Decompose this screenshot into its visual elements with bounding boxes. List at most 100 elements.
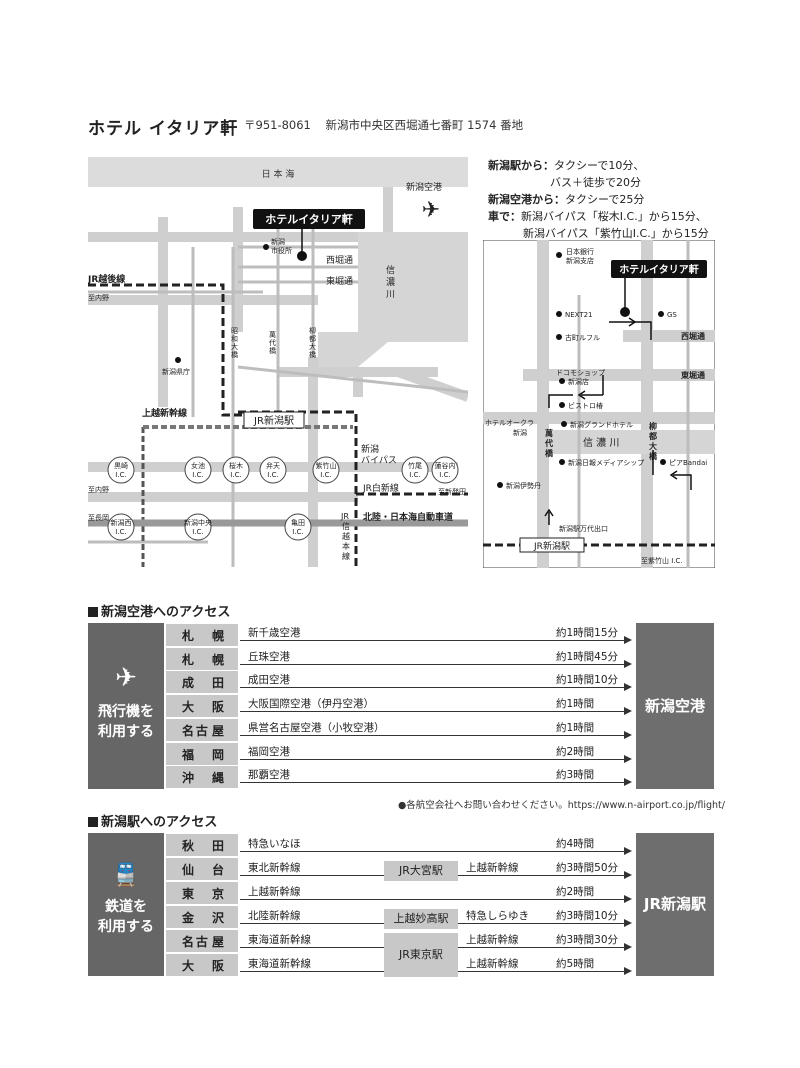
origin-city-char-2: 幌 xyxy=(211,628,224,643)
ic-niigatanishi: 新潟西 I.C. xyxy=(107,513,135,541)
route-line xyxy=(240,711,628,712)
svg-text:I.C.: I.C. xyxy=(115,528,126,536)
from-station-text-2: バス＋徒歩で20分 xyxy=(550,176,641,189)
rail-access-heading: 新潟駅へのアクセス xyxy=(88,811,217,830)
route-name: 上越新幹線 xyxy=(248,886,301,898)
yachiyo-small-3: 大 xyxy=(649,441,657,451)
rail-left-label-2: 利用する xyxy=(98,919,154,935)
hub-omiya: JR大宮駅 xyxy=(384,861,458,881)
jr-niigata-small-box xyxy=(519,537,585,553)
shinano-river xyxy=(318,232,468,367)
route-name: 那覇空港 xyxy=(248,769,290,781)
origin-city-char-2: 阪 xyxy=(211,699,224,714)
origin-city: 札幌 xyxy=(166,648,238,670)
shinano-small-label: 信 濃 川 xyxy=(583,436,619,449)
origin-city-char-1: 札 xyxy=(182,628,195,643)
from-station-text-1: タクシーで10分、 xyxy=(554,159,645,172)
travel-time: 約1時間10分 xyxy=(556,674,619,686)
route-arrow xyxy=(624,919,632,927)
higashibori-label: 東堀通 xyxy=(326,275,353,287)
svg-text:I.C.: I.C. xyxy=(267,471,278,479)
to-shibata-label: 至新発田 xyxy=(438,487,466,496)
origin-city: 東京 xyxy=(166,882,238,904)
svg-text:I.C.: I.C. xyxy=(115,471,126,479)
rail-left-box: 🚆 鉄道を 利用する xyxy=(88,833,164,976)
pref-office-label: 新潟県庁 xyxy=(162,367,190,376)
jr-echigo-label: JR越後線 xyxy=(88,273,125,285)
yachiyo-label-1: 柳 xyxy=(309,326,316,335)
showa-label-4: 橋 xyxy=(231,350,238,359)
hotel-okura-label-1: ホテルオークラ xyxy=(485,419,534,427)
to-naka-label: 至内野 xyxy=(88,485,109,494)
jr-niigata-label: JR新潟駅 xyxy=(253,414,294,427)
origin-city: 大阪 xyxy=(166,954,238,976)
bandai-exit-label: 新潟駅万代出口 xyxy=(559,524,608,533)
river-shinano xyxy=(549,430,715,454)
route-arrow xyxy=(624,636,632,644)
shinano-label-1: 信 xyxy=(386,264,395,276)
address: 〒951-8061 新潟市中央区西堀通七番町 1574 番地 xyxy=(244,117,523,133)
route-arrow xyxy=(624,871,632,879)
showa-label-1: 昭 xyxy=(231,327,238,335)
postal-code: 〒951-8061 xyxy=(244,118,311,132)
svg-text:新潟西: 新潟西 xyxy=(111,518,132,527)
origin-city-char-2: 古 屋 xyxy=(195,723,224,738)
nishibori-label: 西堀通 xyxy=(326,255,353,266)
ic-benten: 弁天 I.C. xyxy=(259,456,287,484)
origin-city-char-2: 岡 xyxy=(211,747,224,762)
origin-city-char-1: 成 xyxy=(182,675,195,690)
route-name: 福岡空港 xyxy=(248,746,290,758)
bistro-label: ビストロ椿 xyxy=(568,401,603,410)
from-station-label: 新潟駅から： xyxy=(488,159,554,172)
origin-city-char-2: 田 xyxy=(211,675,224,690)
showa-label-2: 和 xyxy=(231,334,238,343)
ic-niigatachuo: 新潟中央 I.C. xyxy=(184,513,212,541)
route-name: 県営名古屋空港（小牧空港） xyxy=(248,722,385,734)
travel-time: 約1時間45分 xyxy=(556,651,619,663)
route-arrow xyxy=(624,943,632,951)
ic-shichikuyama: 紫竹山 I.C. xyxy=(312,456,340,484)
origin-city-char-2: 幌 xyxy=(211,652,224,667)
origin-city: 秋田 xyxy=(166,834,238,856)
air-dest-box: 新潟空港 xyxy=(636,623,714,789)
route-line xyxy=(240,851,628,852)
origin-city-char-2: 台 xyxy=(211,862,224,877)
jr-niigata-small-label: JR新潟駅 xyxy=(533,540,570,552)
route-arrows xyxy=(544,317,692,525)
travel-time: 約4時間 xyxy=(556,838,595,850)
bandai-small-2: 代 xyxy=(544,438,553,448)
route-name: 東海道新幹線 xyxy=(248,934,311,946)
route-arrow xyxy=(624,660,632,668)
route-line xyxy=(240,664,628,665)
svg-text:I.C.: I.C. xyxy=(192,528,203,536)
air-left-label-2: 利用する xyxy=(98,724,154,740)
svg-text:I.C.: I.C. xyxy=(192,471,203,479)
docomo-label-2: 新潟店 xyxy=(568,377,589,386)
jr-shinetsu-label-4: 本 xyxy=(342,541,350,551)
to-uchino-label: 至内野 xyxy=(88,293,109,302)
travel-time: 約5時間 xyxy=(556,958,595,970)
ic-momoike: 女池 I.C. xyxy=(184,456,212,484)
origin-city: 名古 屋 xyxy=(166,719,238,741)
travel-time: 約3時間30分 xyxy=(556,934,619,946)
route-arrow xyxy=(624,755,632,763)
jr-shinetsu-label-2: 信 xyxy=(342,521,350,531)
travel-time: 約3時間50分 xyxy=(556,862,619,874)
svg-text:蓮谷内: 蓮谷内 xyxy=(435,461,456,470)
origin-city-char-2: 古 屋 xyxy=(195,934,224,949)
air-left-box: ✈ 飛行機を 利用する xyxy=(88,623,164,789)
svg-text:紫竹山: 紫竹山 xyxy=(316,461,337,470)
air-left-label-1: 飛行機を xyxy=(98,704,154,720)
svg-text:I.C.: I.C. xyxy=(292,528,303,536)
detail-map: 日本銀行 新潟支店 ホテルイタリア軒 NEXT21 GS 古町ルフル 西堀通 ド… xyxy=(483,240,715,568)
jr-shinetsu-label-3: 越 xyxy=(342,531,350,541)
travel-time: 約1時間15分 xyxy=(556,627,619,639)
origin-city-char-1: 札 xyxy=(182,652,195,667)
hub-joetsumyoko: 上越妙高駅 xyxy=(384,909,458,929)
route-name: 大阪国際空港（伊丹空港） xyxy=(248,698,374,710)
svg-text:黒崎: 黒崎 xyxy=(114,461,128,470)
origin-city-char-2: 阪 xyxy=(211,958,224,973)
shinano-label-3: 川 xyxy=(386,290,395,300)
origin-city: 福岡 xyxy=(166,743,238,765)
ic-takeo: 竹尾 I.C. xyxy=(401,456,429,484)
